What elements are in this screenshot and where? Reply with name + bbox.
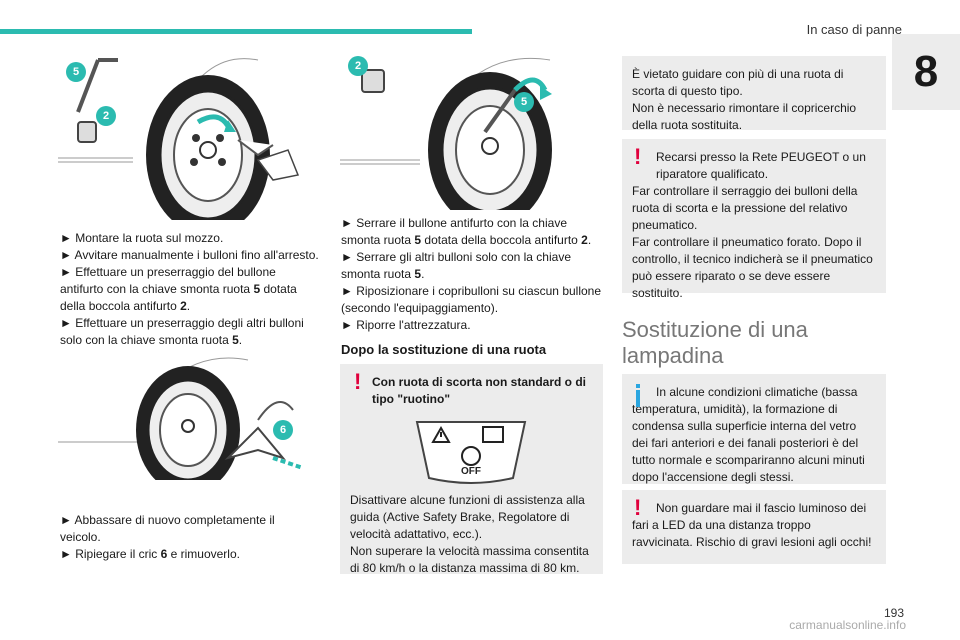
badge-6-jack: 6 — [273, 420, 293, 440]
info-condensation: In alcune condizioni climatiche (bassa t… — [632, 385, 865, 484]
heading-bulb-replacement: Sostituzione di una lampadina — [622, 317, 808, 368]
warning-check-punctured-tyre: Far controllare il pneumatico forato. Do… — [632, 235, 873, 300]
step-lower-vehicle: ► Abbassare di nuovo completamente il ve… — [60, 513, 275, 544]
warning-box-led: ! Non guardare mai il fascio luminoso de… — [622, 490, 886, 564]
warning-go-to-dealer: Recarsi presso la Rete PEUGEOT o un ripa… — [656, 150, 866, 181]
step-mount-wheel: ► Montare la ruota sul mozzo. — [60, 231, 224, 245]
step-store-tools: ► Riporre l'attrezzatura. — [341, 318, 471, 332]
warning-led-beam: Non guardare mai il fascio luminoso dei … — [632, 501, 872, 549]
badge-5-wrench-col2: 5 — [514, 92, 534, 112]
warning-check-tightening: Far controllare il serraggio dei bulloni… — [632, 184, 858, 232]
col2-steps: ► Serrare il bullone antifurto con la ch… — [341, 215, 603, 334]
heading-after-replacement: Dopo la sostituzione di una ruota — [341, 342, 547, 357]
badge-2-socket-col2: 2 — [348, 56, 368, 76]
note-no-hubcap: Non è necessario rimontare il copricerch… — [632, 101, 857, 132]
warning-box-space-saver: ! Con ruota di scorta non standard o di … — [340, 364, 603, 575]
warning-text-disable-functions: Disattivare alcune funzioni di assistenz… — [350, 493, 585, 541]
info-box-condensation: In alcune condizioni climatiche (bassa t… — [622, 374, 886, 484]
step-tighten-others: ► Serrare gli altri bulloni solo con la … — [341, 250, 571, 281]
illustration-wheel-mounting — [58, 58, 300, 220]
badge-2-socket: 2 — [96, 106, 116, 126]
chapter-number: 8 — [892, 34, 960, 110]
warning-icon: ! — [354, 369, 362, 394]
illustration-lowering-jack — [58, 357, 304, 480]
off-label: OFF — [461, 466, 481, 477]
step-tighten-antitheft: ► Serrare il bullone antifurto con la ch… — [341, 216, 592, 247]
header-accent-bar — [0, 29, 472, 34]
step-pretighten-antitheft: ► Effettuare un preserraggio del bullone… — [60, 265, 297, 313]
watermark: carmanualsonline.info — [789, 618, 906, 632]
note-one-spare: È vietato guidare con più di una ruota d… — [632, 67, 844, 98]
illustration-tightening-bolts — [340, 57, 552, 210]
badge-5-wheel-wrench: 5 — [66, 62, 86, 82]
warning-box-dealer: ! Recarsi presso la Rete PEUGEOT o un ri… — [622, 139, 886, 300]
warning-icon: ! — [634, 144, 642, 169]
note-box-one-spare: È vietato guidare con più di una ruota d… — [622, 56, 886, 132]
section-title: In caso di panne — [806, 22, 902, 37]
col1-steps1: ► Montare la ruota sul mozzo. ► Avvitare… — [60, 230, 322, 349]
dashboard-off-indicator-icon: OFF — [415, 421, 526, 484]
col1-steps2: ► Abbassare di nuovo completamente il ve… — [60, 512, 300, 563]
warning-title: Con ruota di scorta non standard o di ti… — [372, 375, 587, 406]
warning-icon: ! — [634, 495, 642, 520]
page-number: 193 — [883, 606, 904, 620]
step-screw-bolts: ► Avvitare manualmente i bulloni fino al… — [60, 248, 319, 262]
warning-text-speed-limit: Non superare la velocità massima consent… — [350, 544, 589, 575]
step-fold-jack: ► Ripiegare il cric 6 e rimuoverlo. — [60, 547, 240, 561]
info-icon — [636, 384, 640, 407]
step-reposition-covers: ► Riposizionare i copribulloni su ciascu… — [341, 284, 602, 315]
step-pretighten-others: ► Effettuare un preserraggio degli altri… — [60, 316, 304, 347]
